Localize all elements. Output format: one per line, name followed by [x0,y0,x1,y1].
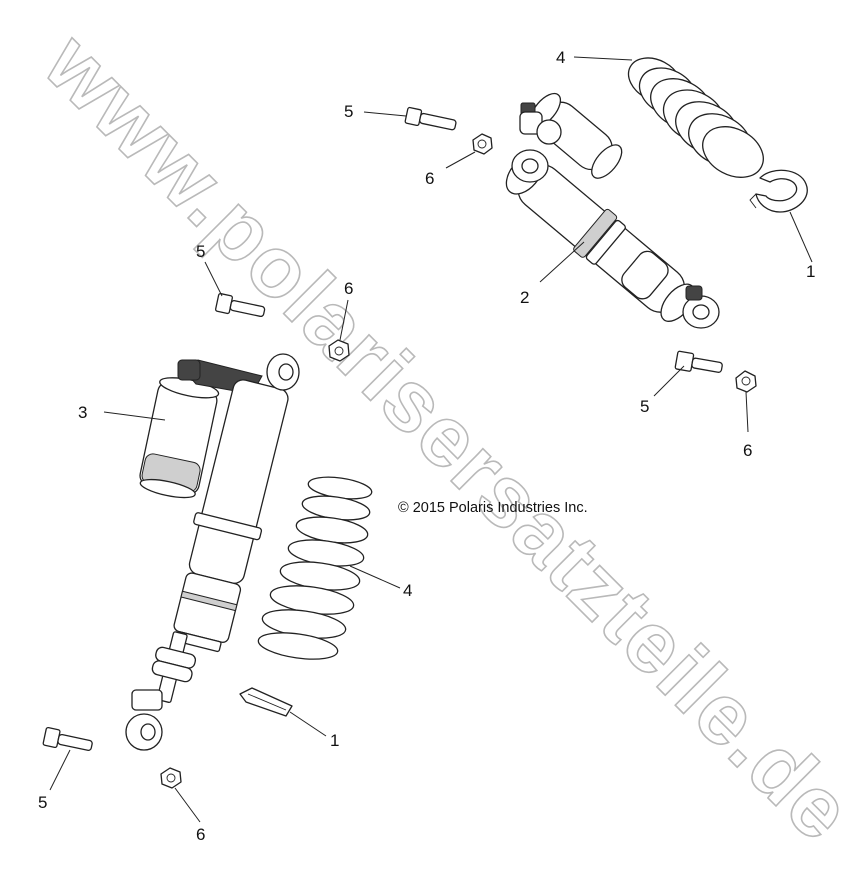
callout-top-retainer: 1 [806,262,815,281]
leader-lines [49,56,813,823]
callout-top-nut: 6 [425,169,434,188]
callout-reservoir-shock: 3 [78,403,87,422]
callout-mid-bolt: 5 [196,242,205,261]
bottom-lock-nut [160,767,182,789]
lower-coil-spring [257,476,373,660]
callout-bottom-bolt: 5 [38,793,47,812]
callout-lower-retainer: 1 [330,731,339,750]
lower-spring-retainer [239,687,293,717]
callout-right-bolt: 5 [640,397,649,416]
upper-left-lock-nut [472,133,493,155]
callout-lower-spring: 4 [403,581,412,600]
callout-top-shock: 2 [520,288,529,307]
upper-spring-retainer [749,169,808,213]
upper-coil-spring [627,57,764,178]
callout-top-bolt: 5 [344,102,353,121]
callout-top-spring: 4 [556,48,565,67]
bottom-mounting-bolt [42,726,93,751]
upper-left-mounting-bolt [404,106,457,131]
upper-right-lock-nut [735,370,757,393]
callout-bottom-nut: 6 [196,825,205,844]
copyright-notice: © 2015 Polaris Industries Inc. [398,500,588,516]
middle-lock-nut [328,339,350,362]
middle-mounting-bolt [214,292,266,318]
upper-right-mounting-bolt [674,350,723,373]
lower-shock-with-reservoir [125,353,300,751]
callout-mid-nut: 6 [344,279,353,298]
callout-right-nut: 6 [743,441,752,460]
upper-shock-absorber [505,92,720,329]
